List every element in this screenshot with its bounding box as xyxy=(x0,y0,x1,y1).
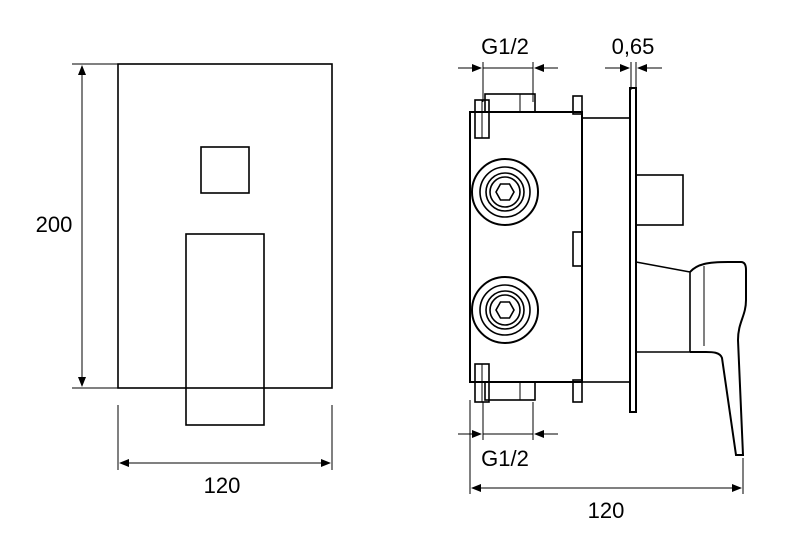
hex-socket-icon xyxy=(495,183,515,201)
cover-plate xyxy=(117,63,333,389)
top-connector xyxy=(484,93,536,113)
plate-thickness-label: 0,65 xyxy=(612,34,655,59)
box-body xyxy=(469,111,583,383)
bottom-connector xyxy=(484,381,536,401)
width-label: 120 xyxy=(204,473,241,498)
box-tab-middle xyxy=(572,231,583,267)
valve-box xyxy=(469,93,583,403)
top-thread-dimension: G1/2 xyxy=(458,34,558,102)
depth-dimension: 120 xyxy=(469,400,744,523)
top-thread-label: G1/2 xyxy=(481,34,529,59)
plate-thickness-dimension: 0,65 xyxy=(605,34,662,90)
bottom-thread-dimension: G1/2 xyxy=(458,402,558,471)
hex-socket-icon xyxy=(495,301,515,319)
bottom-thread-label: G1/2 xyxy=(481,446,529,471)
depth-label: 120 xyxy=(588,498,625,523)
cover-plate-edge xyxy=(629,87,637,413)
front-view: 200 120 xyxy=(28,63,333,498)
upper-outlet-fitting xyxy=(471,158,539,226)
diverter-button xyxy=(200,146,250,194)
box-tab-bottom xyxy=(572,379,583,403)
lever-handle-profile xyxy=(635,261,747,456)
mounting-flange xyxy=(581,117,631,383)
height-label: 200 xyxy=(36,212,73,237)
lower-outlet-fitting xyxy=(471,276,539,344)
height-dimension: 200 xyxy=(28,63,118,389)
width-dimension: 120 xyxy=(117,405,333,498)
box-tab-top xyxy=(572,95,583,115)
lever-handle xyxy=(185,233,265,426)
side-view: G1/2 0,65 xyxy=(458,34,747,523)
diverter-button-profile xyxy=(635,174,684,226)
